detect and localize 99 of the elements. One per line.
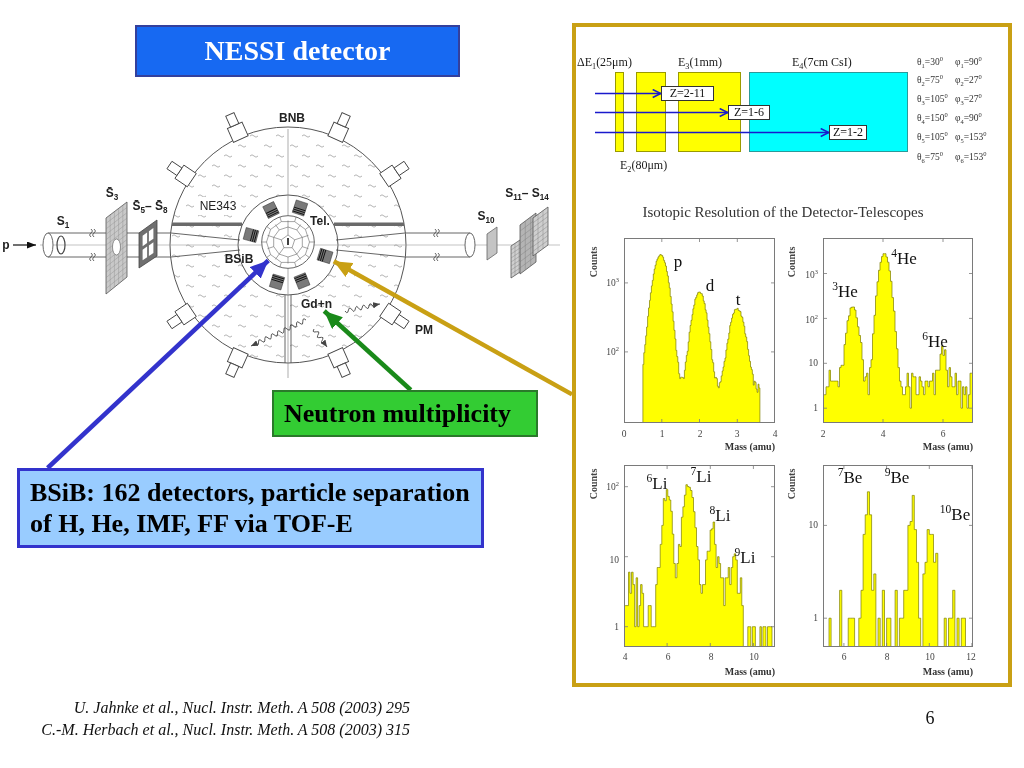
peak-label: $^{7}$Li bbox=[690, 467, 712, 487]
part-label: S$_{11}$– S$_{14}$ bbox=[505, 186, 549, 200]
tick-label: 8 bbox=[708, 652, 714, 662]
telescope-detector bbox=[315, 247, 334, 266]
angle-value: φ$_{1}$=90$^{0}$ bbox=[955, 57, 982, 67]
angle-value: φ$_{6}$=153$^{0}$ bbox=[955, 152, 987, 162]
arrow bbox=[594, 88, 662, 99]
citation: C.-M. Herbach et al., Nucl. Instr. Meth. A 508 (2003) 315 bbox=[41, 721, 410, 739]
axis-title: Counts bbox=[785, 246, 797, 278]
tick-label: 6 bbox=[841, 652, 847, 662]
arrow bbox=[332, 259, 574, 397]
tick-label: 12 bbox=[966, 652, 976, 662]
axis-title: Counts bbox=[587, 246, 599, 278]
range-box: Z=1-2 bbox=[829, 125, 867, 140]
angle-value: θ$_{6}$=75$^{0}$ bbox=[917, 152, 943, 162]
tick-label: 2 bbox=[697, 429, 703, 439]
telescope-detector bbox=[241, 226, 260, 245]
axis-title: Counts bbox=[785, 468, 797, 500]
chart-title: Isotopic Resolution of the Detector-Telescopes bbox=[642, 203, 924, 221]
tick-label: 10$^{3}$ bbox=[606, 278, 619, 288]
tick-label: 10 bbox=[808, 358, 818, 368]
layer-label: E$_{3}$(1mm) bbox=[678, 55, 723, 69]
tick-label: 3 bbox=[734, 429, 740, 439]
reaction-label: Gd+n bbox=[298, 297, 335, 311]
figure-panel bbox=[572, 23, 1012, 687]
callout-box: BSiB: 162 detectors, particle separation of H, He, IMF, FF via TOF-E bbox=[17, 468, 484, 548]
layer-label: ΔE$_{1}$(25μm) bbox=[577, 55, 632, 69]
angle-value: φ$_{2}$=27$^{0}$ bbox=[955, 75, 982, 85]
tick-label: 10$^{3}$ bbox=[805, 270, 818, 280]
tick-label: 1 bbox=[813, 403, 818, 413]
tick-label: 10$^{2}$ bbox=[606, 347, 619, 357]
angle-value: θ$_{5}$=105$^{0}$ bbox=[917, 132, 948, 142]
tick-label: 10$^{2}$ bbox=[606, 482, 619, 492]
part-label: BNB bbox=[279, 111, 305, 125]
peak-label: $^{6}$Li bbox=[646, 474, 668, 494]
title-banner: NESSI detector bbox=[135, 25, 460, 77]
part-label: p bbox=[2, 238, 10, 252]
axis-title: Mass (amu) bbox=[922, 665, 973, 677]
page-number: 6 bbox=[925, 707, 935, 729]
part-label: Tel. bbox=[310, 214, 330, 228]
peak-label: $^{7}$Be bbox=[837, 468, 863, 488]
tick-label: 10 bbox=[609, 555, 619, 565]
angle-value: θ$_{3}$=105$^{0}$ bbox=[917, 94, 948, 104]
layer-label: E$_{4}$(7cm CsI) bbox=[792, 55, 852, 69]
angle-value: φ$_{3}$=27$^{0}$ bbox=[955, 94, 982, 104]
telescope-detector bbox=[290, 199, 309, 218]
citation: U. Jahnke et al., Nucl. Instr. Meth. A 508 (2003) 295 bbox=[73, 699, 410, 717]
part-label: S$_{10}$ bbox=[477, 209, 495, 223]
tick-label: 2 bbox=[820, 429, 826, 439]
peak-label: $^{10}$Be bbox=[939, 505, 971, 525]
arrow bbox=[594, 127, 830, 138]
telescope-detector bbox=[262, 201, 281, 220]
angle-value: φ$_{4}$=90$^{0}$ bbox=[955, 113, 982, 123]
layer-label: E$_{2}$(80μm) bbox=[620, 158, 668, 172]
part-label: PM bbox=[415, 323, 433, 337]
tick-label: 6 bbox=[940, 429, 946, 439]
arrow bbox=[322, 309, 413, 392]
tick-label: 4 bbox=[772, 429, 778, 439]
tick-label: 4 bbox=[880, 429, 886, 439]
arrow bbox=[46, 258, 270, 470]
part-label: NE343 bbox=[199, 199, 237, 213]
axis-title: Mass (amu) bbox=[922, 440, 973, 452]
angle-value: φ$_{5}$=153$^{0}$ bbox=[955, 132, 987, 142]
tick-label: 0 bbox=[621, 429, 627, 439]
peak-label: $^{9}$Be bbox=[884, 468, 910, 488]
axis-title: Counts bbox=[587, 468, 599, 500]
tick-label: 1 bbox=[614, 622, 619, 632]
range-box: Z=2-11 bbox=[661, 86, 714, 101]
arrow bbox=[594, 107, 729, 118]
telescope-detector bbox=[267, 272, 286, 291]
tick-label: 1 bbox=[813, 613, 818, 623]
axis-title: Mass (amu) bbox=[724, 440, 775, 452]
angle-value: θ$_{1}$=30$^{0}$ bbox=[917, 57, 943, 67]
tick-label: 10 bbox=[808, 520, 818, 530]
tick-label: 1 bbox=[659, 429, 665, 439]
peak-label: $^{8}$Li bbox=[709, 506, 731, 526]
callout-box: Neutron multiplicity bbox=[272, 390, 538, 437]
tick-label: 10$^{2}$ bbox=[805, 315, 818, 325]
part-label: BSiB bbox=[224, 252, 254, 266]
telescope-detector bbox=[293, 271, 312, 290]
range-box: Z=1-6 bbox=[728, 105, 770, 120]
part-label: S$_{1}$ bbox=[56, 214, 70, 228]
tick-label: 10 bbox=[749, 652, 759, 662]
tick-label: 4 bbox=[622, 652, 628, 662]
peak-label: $^{6}$He bbox=[922, 332, 948, 352]
peak-label: $^{4}$He bbox=[891, 249, 917, 269]
peak-label: $^{9}$Li bbox=[734, 548, 756, 568]
angle-value: θ$_{2}$=75$^{0}$ bbox=[917, 75, 943, 85]
angle-value: θ$_{4}$=150$^{0}$ bbox=[917, 113, 948, 123]
tick-label: 8 bbox=[884, 652, 890, 662]
axis-title: Mass (amu) bbox=[724, 665, 775, 677]
tick-label: 6 bbox=[665, 652, 671, 662]
part-label: S̄$_{5}$– S̄$_{8}$ bbox=[132, 199, 168, 213]
peak-label: $^{3}$He bbox=[832, 282, 858, 302]
peak-label: d bbox=[705, 276, 715, 296]
tick-label: 10 bbox=[925, 652, 935, 662]
peak-label: p bbox=[673, 252, 683, 272]
peak-label: t bbox=[735, 290, 741, 310]
part-label: S̄$_{3}$ bbox=[105, 186, 119, 200]
